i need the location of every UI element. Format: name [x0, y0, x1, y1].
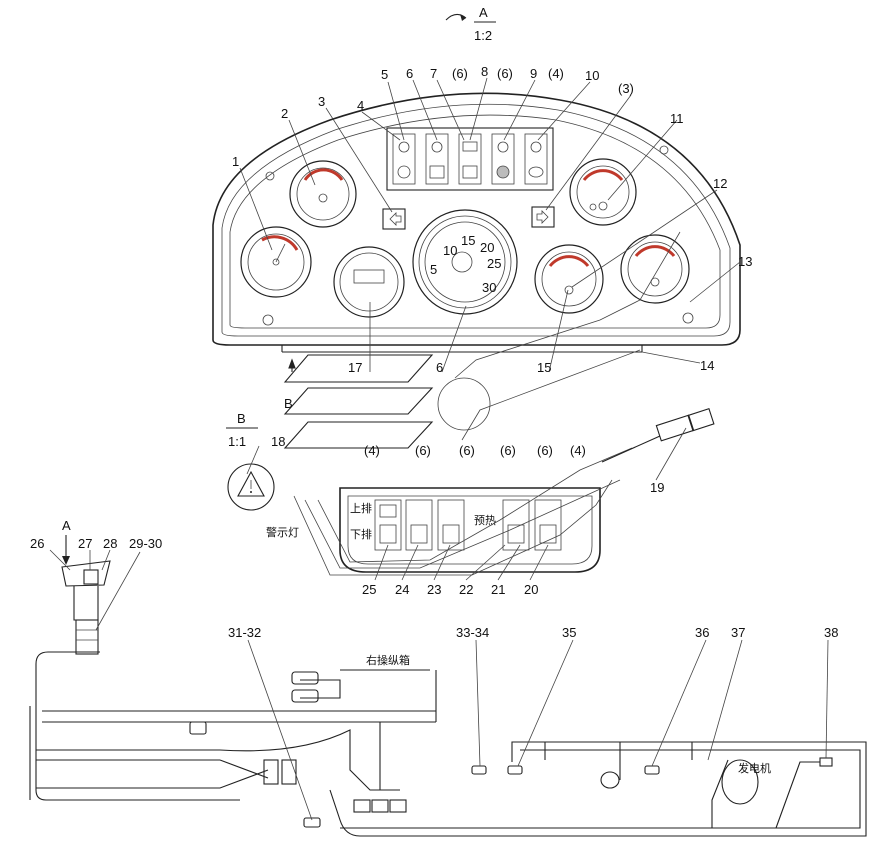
callout-17: 17 — [348, 360, 362, 375]
callout-8: 8 — [481, 64, 488, 79]
warning-lamp-text: 警示灯 — [266, 525, 299, 539]
callout-13: 13 — [738, 254, 752, 269]
callout-18: 18 — [271, 434, 285, 449]
section-b-letter: B — [284, 396, 293, 411]
gauge-12 — [620, 234, 690, 304]
callout-24: 24 — [395, 582, 409, 597]
upper-row-label: 上排 — [350, 501, 372, 515]
callout-4: 4 — [357, 98, 364, 113]
callout-15: 15 — [537, 360, 551, 375]
switch-qty-1: (4) — [364, 443, 380, 458]
callout-35: 35 — [562, 625, 576, 640]
turn-left-indicator — [382, 208, 406, 230]
preheat-label: 预热 — [474, 514, 496, 527]
warning-lamp-panel — [386, 127, 554, 191]
gauge-2 — [289, 160, 357, 228]
callout-19: 19 — [650, 480, 664, 495]
section-b-plates — [283, 354, 434, 449]
callout-1: 1 — [232, 154, 239, 169]
view-a-letter: A — [479, 5, 488, 20]
leader-lines — [49, 77, 829, 821]
callout-23: 23 — [427, 582, 441, 597]
combination-switch-19 — [601, 407, 715, 463]
callout-22: 22 — [459, 582, 473, 597]
section-a-arrow: A — [62, 518, 71, 533]
gauge-1 — [240, 226, 312, 298]
view-arrow-icon — [445, 13, 467, 21]
callout-9: 9 — [530, 66, 537, 81]
callout-25: 25 — [362, 582, 376, 597]
callout-29-30: 29-30 — [129, 536, 162, 551]
view-b-scale: 1:1 — [228, 434, 246, 449]
switch-qty-5: (6) — [537, 443, 553, 458]
callout-27: 27 — [78, 536, 92, 551]
lower-row-label: 下排 — [350, 527, 372, 541]
callout-31-32: 31-32 — [228, 625, 261, 640]
callout-12: 12 — [713, 176, 727, 191]
tach-num-30: 30 — [482, 280, 496, 295]
hour-meter-17 — [333, 246, 405, 318]
switch-section-outlines — [293, 231, 681, 576]
switch-qty-2: (6) — [415, 443, 431, 458]
switch-qty-4: (6) — [500, 443, 516, 458]
tach-num-15: 15 — [461, 233, 475, 248]
switch-qty-3: (6) — [459, 443, 475, 458]
warning-triangle-lamp: 警示灯 — [227, 463, 299, 539]
switch-qty-6: (4) — [570, 443, 586, 458]
callout-10-qty: (3) — [618, 81, 634, 96]
callout-14: 14 — [700, 358, 714, 373]
harness-connectors — [189, 671, 833, 828]
callout-36: 36 — [695, 625, 709, 640]
callout-11: 11 — [670, 111, 684, 126]
callout-16: 6 — [436, 360, 443, 375]
gauge-11 — [569, 158, 637, 226]
callout-5: 5 — [381, 67, 388, 82]
callout-33-34: 33-34 — [456, 625, 489, 640]
callout-6: 6 — [406, 66, 413, 81]
callout-26: 26 — [30, 536, 44, 551]
gauge-15 — [534, 244, 604, 314]
callout-2: 2 — [281, 106, 288, 121]
key-switch-assembly — [61, 560, 111, 655]
callout-10: 10 — [585, 68, 599, 83]
view-b-letter: B — [237, 411, 246, 426]
view-a-header: A 1:2 — [445, 5, 496, 43]
callout-20: 20 — [524, 582, 538, 597]
tach-num-20: 20 — [480, 240, 494, 255]
callout-21: 21 — [491, 582, 505, 597]
switch-panel: 上排 下排 预热 — [339, 487, 601, 573]
callout-28: 28 — [103, 536, 117, 551]
right-box-label: 右操纵箱 — [366, 653, 410, 667]
turn-right-indicator — [531, 206, 555, 228]
view-b-header: B 1:1 — [226, 411, 258, 449]
callout-37: 37 — [731, 625, 745, 640]
callout-7: 7 — [430, 66, 437, 81]
tach-num-25: 25 — [487, 256, 501, 271]
dashboard-housing — [212, 92, 741, 353]
callout-8-qty: (6) — [497, 66, 513, 81]
wiring-harness — [29, 651, 867, 837]
view-a-scale: 1:2 — [474, 28, 492, 43]
callouts: 1 2 3 4 5 6 7 (6) 8 (6) 9 (4) 10 (3) 11 … — [30, 64, 838, 640]
callout-7-qty: (6) — [452, 66, 468, 81]
right-operation-box: 右操纵箱 — [366, 653, 410, 667]
tach-num-5: 5 — [430, 262, 437, 277]
callout-3: 3 — [318, 94, 325, 109]
tachometer: 5 10 15 20 25 30 — [412, 209, 518, 315]
callout-9-qty: (4) — [548, 66, 564, 81]
generator-label: 发电机 — [738, 761, 771, 775]
round-part — [437, 377, 491, 431]
tach-num-10: 10 — [443, 243, 457, 258]
callout-38: 38 — [824, 625, 838, 640]
